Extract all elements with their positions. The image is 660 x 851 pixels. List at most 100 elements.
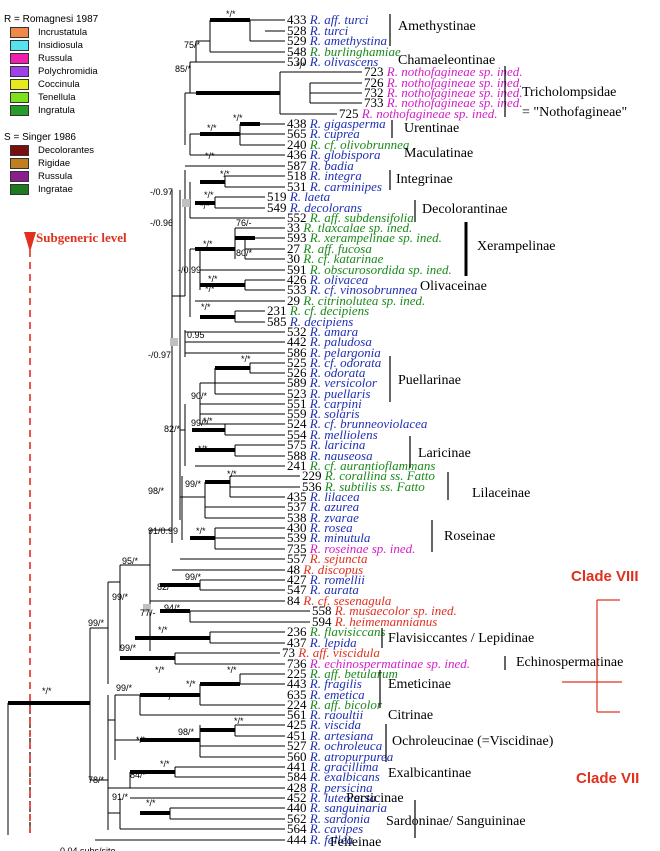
tip-number: 519 <box>267 189 290 204</box>
tip-species: R. fragilis <box>309 676 362 691</box>
tip-number: 575 <box>287 437 310 452</box>
support-value: 90/* <box>191 391 208 401</box>
tip-number: 241 <box>287 458 310 473</box>
tip-species: R. citrinolutea sp. ined. <box>302 293 425 308</box>
tip-species: R. nothofagineae sp. ined. <box>361 106 498 121</box>
subgeneric-level-label: Subgeneric level <box>36 230 127 245</box>
tip-species: R. cf. katarinae <box>302 251 383 266</box>
tip-number: 561 <box>287 707 310 722</box>
gray-node-marker <box>143 604 151 612</box>
tip-number: 84 <box>287 593 303 608</box>
tip-number: 726 <box>364 75 387 90</box>
support-value: */* <box>220 169 230 179</box>
tip-label: 736 R. echinospermatinae sp. ined. <box>287 656 470 671</box>
tip-species: R. pelargonia <box>309 345 382 360</box>
tip-species: R. exalbicans <box>309 769 380 784</box>
clade-label: Persicinae <box>346 791 404 806</box>
tip-species: R. minutula <box>309 530 371 545</box>
tip-number: 537 <box>287 499 310 514</box>
tip-label: 528 R. turci <box>287 23 349 38</box>
tip-label: 426 R. olivacea <box>287 272 369 287</box>
tip-number: 73 <box>282 645 298 660</box>
support-value: 99/* <box>191 418 208 428</box>
tip-species: R. amara <box>309 324 359 339</box>
tip-number: 585 <box>267 314 290 329</box>
tip-label: 723 R. nothofagineae sp. ined. <box>364 64 523 79</box>
tip-number: 225 <box>287 666 310 681</box>
tip-label: 526 R. odorata <box>287 365 366 380</box>
tip-species: R. nothofagineae sp. ined. <box>386 95 523 110</box>
clade-label: Chamaeleontinae <box>398 53 495 68</box>
tip-label: 441 R. gracillima <box>287 759 379 774</box>
tip-number: 587 <box>287 158 310 173</box>
tip-species: R. zvarae <box>309 510 359 525</box>
clade-label: Xerampelinae <box>477 239 556 254</box>
tip-number: 536 <box>302 479 325 494</box>
support-value: 78/* <box>88 775 105 785</box>
tip-label: 231 R. cf. decipiens <box>267 303 369 318</box>
tip-number: 533 <box>287 282 310 297</box>
tip-number: 547 <box>287 582 310 597</box>
support-value: */* <box>203 416 213 426</box>
tip-label: 538 R. zvarae <box>287 510 359 525</box>
tip-number: 231 <box>267 303 290 318</box>
support-value: */* <box>200 201 210 211</box>
tip-label: 30 R. cf. katarinae <box>287 251 384 266</box>
tip-species: R. carpini <box>309 396 362 411</box>
clade-label: Citrinae <box>388 708 433 723</box>
tip-species: R. solaris <box>309 406 360 421</box>
tip-species: R. gracillima <box>309 759 379 774</box>
tip-label: 440 R. sanguinaria <box>287 800 388 815</box>
legend-singer-swatch <box>10 171 29 182</box>
tip-species: R. subtilis ss. Fatto <box>324 479 426 494</box>
tip-label: 732 R. nothofagineae sp. ined. <box>364 85 523 100</box>
tip-species: R. aff. fucosa <box>302 241 372 256</box>
tip-label: 236 R. flavisiccans <box>287 624 386 639</box>
tip-number: 451 <box>287 728 310 743</box>
tip-number: 427 <box>287 572 310 587</box>
tip-label: 523 R. puellaris <box>287 386 370 401</box>
tip-label: 726 R. nothofagineae sp. ined. <box>364 75 523 90</box>
tip-label: 536 R. subtilis ss. Fatto <box>302 479 425 494</box>
clade-label: Sardoninae/ Sanguininae <box>386 814 526 829</box>
tip-number: 433 <box>287 12 310 27</box>
tip-species: R. aff. viscidula <box>297 645 380 660</box>
tip-number: 732 <box>364 85 387 100</box>
support-value: */* <box>241 354 251 364</box>
tip-label: 539 R. minutula <box>287 530 371 545</box>
tip-number: 635 <box>287 687 310 702</box>
support-value: */* <box>136 735 146 745</box>
clade-label: Lilaceinae <box>472 486 530 501</box>
tip-label: 589 R. versicolor <box>287 375 378 390</box>
tip-number: 594 <box>312 614 335 629</box>
support-value: 99/* <box>88 618 105 628</box>
tip-species: R. gigasperma <box>309 116 386 131</box>
tip-number: 440 <box>287 800 310 815</box>
tip-label: 549 R. decolorans <box>267 200 362 215</box>
tip-number: 436 <box>287 147 310 162</box>
tip-number: 548 <box>287 44 310 59</box>
legend-romagnesi-label: Polychromidia <box>38 66 98 77</box>
tip-number: 586 <box>287 345 310 360</box>
tip-label: 564 R. cavipes <box>287 821 363 836</box>
tip-label: 551 R. carpini <box>287 396 362 411</box>
tip-species: R. viscida <box>309 717 362 732</box>
tip-number: 527 <box>287 738 310 753</box>
tip-label: 547 R. aurata <box>287 582 359 597</box>
tip-label: 525 R. cf. odorata <box>287 355 382 370</box>
tip-number: 551 <box>287 396 310 411</box>
legend-singer-swatch <box>10 145 29 156</box>
support-value: */* <box>204 190 214 200</box>
tip-species: R. badia <box>309 158 355 173</box>
tip-label: 427 R. romellii <box>287 572 365 587</box>
legend-singer-label: Russula <box>38 171 73 182</box>
tip-species: R. persicina <box>309 780 373 795</box>
tip-number: 452 <box>287 790 310 805</box>
legend-singer-title: S = Singer 1986 <box>4 132 76 143</box>
tip-species: R. decolorans <box>289 200 362 215</box>
support-value: 98/* <box>178 727 195 737</box>
tip-number: 529 <box>287 33 310 48</box>
support-value: 99/* <box>116 683 133 693</box>
tip-number: 564 <box>287 821 310 836</box>
